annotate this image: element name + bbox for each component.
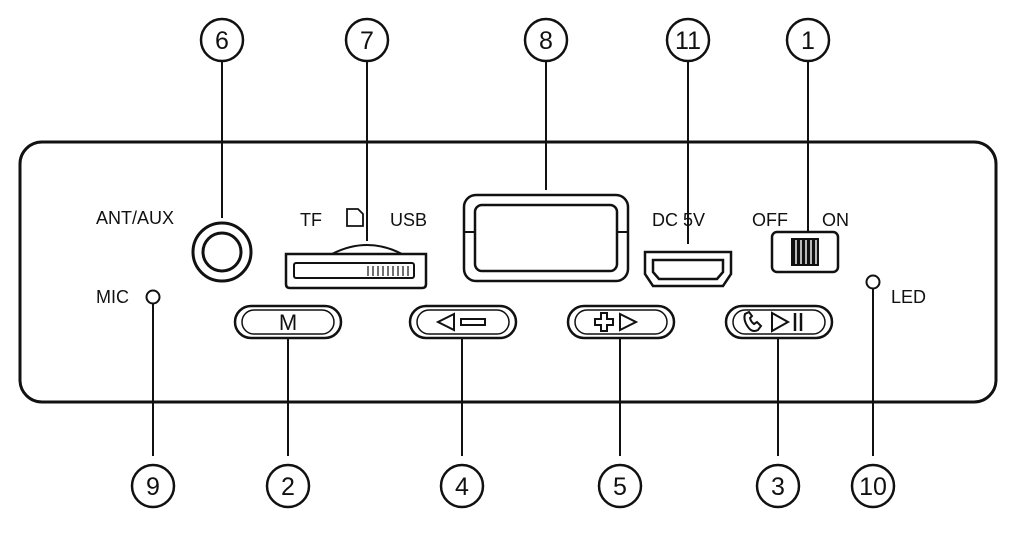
- sd-card-icon: [346, 208, 364, 227]
- label-off: OFF: [752, 210, 788, 230]
- prev-minus-icon: [435, 312, 486, 332]
- callout-1-text: 1: [801, 27, 815, 55]
- callout-5-text: 5: [613, 473, 627, 501]
- callout-10-text: 10: [859, 473, 887, 501]
- tf-slot-contacts: [367, 266, 409, 276]
- plus-next-button[interactable]: [566, 304, 676, 340]
- callout-8: 8: [523, 17, 569, 63]
- callout-1: 1: [785, 17, 831, 63]
- label-ant-aux: ANT/AUX: [96, 208, 174, 228]
- callout-2: 2: [265, 463, 311, 509]
- mode-button-label: M: [279, 310, 297, 335]
- leader-lines: [152, 62, 874, 456]
- callout-3-text: 3: [771, 473, 785, 501]
- callout-7: 7: [344, 17, 390, 63]
- callout-4: 4: [439, 463, 485, 509]
- callout-6-text: 6: [215, 27, 229, 55]
- panel-body: [18, 140, 998, 404]
- mic-hole: [145, 289, 161, 305]
- callout-2-text: 2: [281, 473, 295, 501]
- callout-8-text: 8: [539, 27, 553, 55]
- callout-11: 11: [665, 17, 711, 63]
- tf-card-slot[interactable]: [284, 244, 428, 290]
- callout-3: 3: [755, 463, 801, 509]
- callout-9-text: 9: [146, 473, 160, 501]
- label-usb: USB: [390, 210, 427, 230]
- label-mic: MIC: [96, 287, 129, 307]
- dc5v-port[interactable]: [643, 250, 733, 288]
- phone-play-pause-button[interactable]: [724, 304, 834, 340]
- plus-next-icon: [594, 312, 639, 332]
- callout-6: 6: [199, 17, 245, 63]
- callout-4-text: 4: [455, 473, 469, 501]
- callout-5: 5: [597, 463, 643, 509]
- led-indicator: [865, 274, 881, 290]
- power-switch[interactable]: [770, 230, 840, 274]
- label-tf: TF: [300, 210, 322, 230]
- ant-aux-jack[interactable]: [191, 221, 253, 283]
- usb-port[interactable]: [462, 193, 630, 283]
- mode-button[interactable]: M: [233, 304, 343, 340]
- label-led: LED: [891, 287, 926, 307]
- callout-10: 10: [850, 463, 896, 509]
- callout-9: 9: [130, 463, 176, 509]
- label-dc5v: DC 5V: [652, 210, 705, 230]
- callout-7-text: 7: [360, 27, 374, 55]
- callout-11-text: 11: [675, 27, 701, 55]
- phone-play-pause-icon: [743, 310, 803, 333]
- label-on: ON: [822, 210, 849, 230]
- prev-minus-button[interactable]: [408, 304, 518, 340]
